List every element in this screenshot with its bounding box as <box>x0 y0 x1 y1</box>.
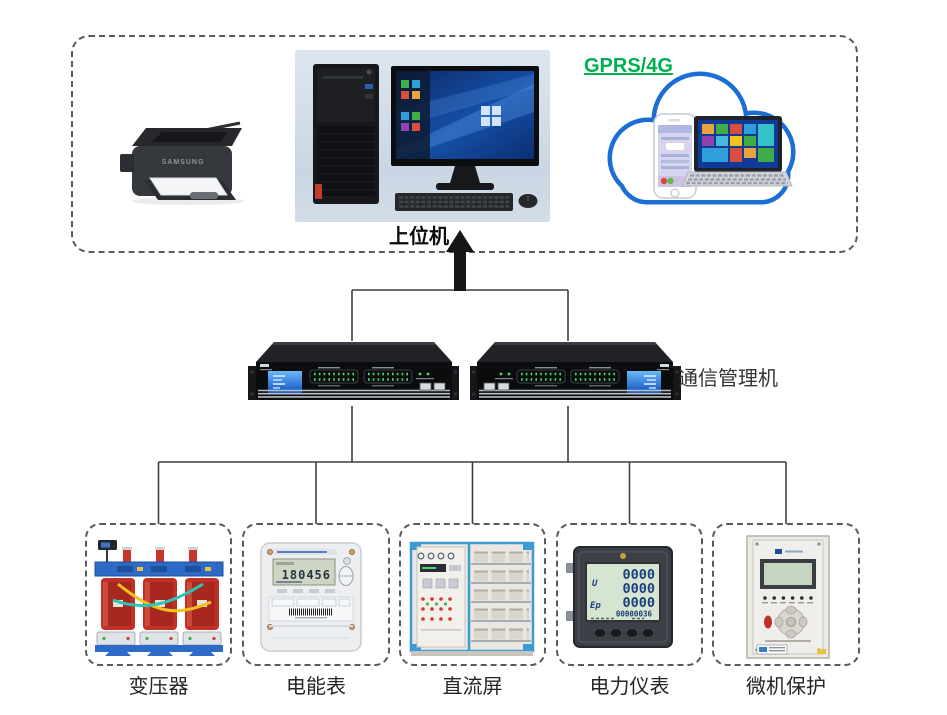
power-meter-lcd <box>585 562 661 622</box>
printer-brand-text: SAMSUNG <box>162 159 205 166</box>
voltage-row-3: 0000 <box>622 595 655 611</box>
protection-relay-illustration <box>746 535 830 659</box>
energy-total: 00000036 <box>616 610 653 619</box>
label-protection: 微机保护 <box>746 676 826 698</box>
label-dc-panel: 直流屏 <box>442 676 503 698</box>
gprs-cloud-illustration <box>607 71 796 205</box>
energy-meter-illustration: 180456 <box>260 542 362 652</box>
host-computer-photo <box>295 50 550 222</box>
meter-reading: 180456 <box>282 568 331 582</box>
comm-manager-unit-1 <box>248 342 459 400</box>
u-label: U <box>592 579 598 589</box>
comm-manager-unit-2 <box>470 342 681 400</box>
voltage-row-1: 0000 <box>622 567 655 583</box>
start-menu-tiles <box>401 80 420 131</box>
transformer-illustration <box>94 540 224 656</box>
host-computer-illustration <box>313 64 539 211</box>
relay-lcd <box>764 563 812 585</box>
label-power-meter: 电力仪表 <box>589 676 670 698</box>
nav-center-button <box>786 617 796 627</box>
yellow-cable <box>117 582 212 613</box>
printer-illustration: SAMSUNG <box>120 121 244 205</box>
laptop-icon <box>681 116 793 187</box>
voltage-row-2: 0000 <box>622 581 655 597</box>
windows-logo-icon <box>481 106 501 126</box>
battery-shelves <box>471 551 531 642</box>
power-meter-illustration: U Ep 0000 0000 0000 00000036 <box>566 546 673 648</box>
label-transformer: 变压器 <box>128 676 189 698</box>
network-type-label: GPRS/4G <box>584 55 673 77</box>
ep-label: Ep <box>590 601 601 611</box>
red-button <box>764 615 772 629</box>
comm-manager-label: 通信管理机 <box>678 368 778 390</box>
host-computer-label: 上位机 <box>389 226 449 248</box>
cyan-cable <box>112 582 204 608</box>
label-energy-meter: 电能表 <box>286 676 346 698</box>
dc-panel-illustration <box>409 541 535 656</box>
